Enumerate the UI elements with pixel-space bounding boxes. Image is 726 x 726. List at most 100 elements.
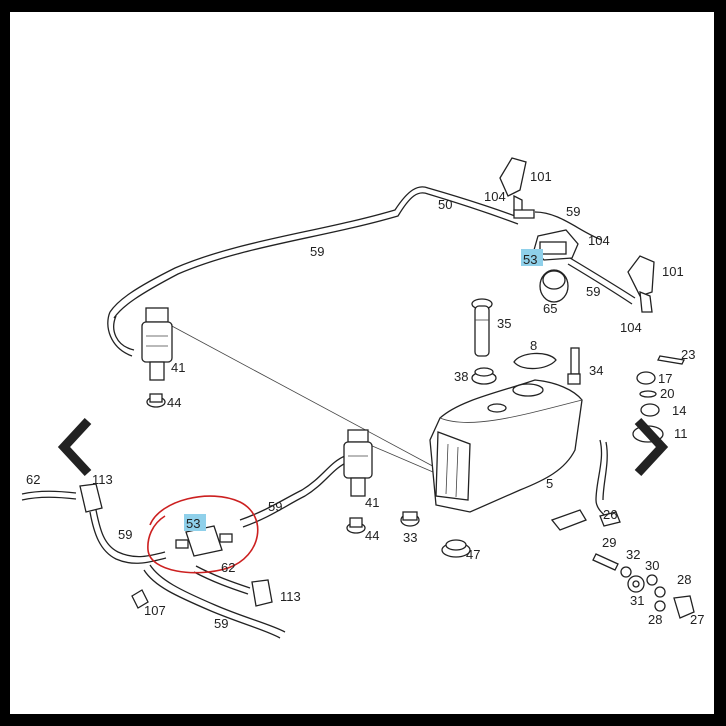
parts-diagram: 101 104 50 59 59 104 53 65 59 101 104 35… xyxy=(21,157,704,639)
bolt-29 xyxy=(592,553,619,571)
nozzle-113-lower xyxy=(251,579,273,607)
label-33: 33 xyxy=(403,530,417,545)
label-23: 23 xyxy=(681,347,695,362)
label-11: 11 xyxy=(674,426,688,441)
label-53-lower: 53 xyxy=(186,516,200,531)
nut-14 xyxy=(640,403,660,417)
label-28-upper: 28 xyxy=(677,572,691,587)
nozzle-101-top xyxy=(499,157,535,219)
reservoir-5 xyxy=(429,379,583,513)
ring-28-lower xyxy=(654,600,666,612)
hose-59-right-top xyxy=(534,211,603,241)
previous-image-button[interactable] xyxy=(52,412,100,482)
label-62-lower: 62 xyxy=(221,560,235,575)
label-38: 38 xyxy=(454,369,468,384)
label-35: 35 xyxy=(497,316,511,331)
label-31: 31 xyxy=(630,593,644,608)
hose-59-left-inner xyxy=(89,511,167,564)
highlight-53-lower xyxy=(184,514,206,531)
hose-59-right xyxy=(569,257,636,299)
hose-59-middle xyxy=(239,455,346,521)
hose-59-left-loop xyxy=(107,311,133,357)
label-47: 47 xyxy=(466,547,480,562)
label-59-middle: 59 xyxy=(268,499,282,514)
grommet-44-left xyxy=(146,393,166,408)
label-113-left: 113 xyxy=(92,472,113,487)
hose-59-bottom xyxy=(149,564,286,633)
hose-59-bottom-inner xyxy=(143,569,281,639)
highlight-53-top xyxy=(521,249,543,266)
label-59-left: 59 xyxy=(118,527,132,542)
grommet-47 xyxy=(441,539,471,558)
label-113-lower: 113 xyxy=(280,589,301,604)
label-20: 20 xyxy=(660,386,674,401)
chevron-left-icon xyxy=(57,417,92,477)
label-101-top: 101 xyxy=(530,169,552,184)
diagram-frame: 101 104 50 59 59 104 53 65 59 101 104 35… xyxy=(10,12,714,714)
check-valve-53-lower xyxy=(175,525,233,557)
label-17: 17 xyxy=(658,371,672,386)
ring-30 xyxy=(646,574,658,586)
label-44-left: 44 xyxy=(167,395,181,410)
annotation-circle xyxy=(147,495,259,574)
strip-23 xyxy=(657,355,685,365)
label-104-top: 104 xyxy=(484,189,506,204)
label-62-left: 62 xyxy=(26,472,40,487)
cap-65 xyxy=(539,269,569,303)
hose-59-left-loop-inner xyxy=(113,315,135,351)
label-41-left: 41 xyxy=(171,360,185,375)
label-59-right: 59 xyxy=(586,284,600,299)
filler-neck-35 xyxy=(471,298,493,357)
grommet-33 xyxy=(400,511,420,527)
label-44-middle: 44 xyxy=(365,528,379,543)
hose-59-top-inner xyxy=(113,192,519,319)
label-104-right: 104 xyxy=(620,320,642,335)
hose-62-lower-inner xyxy=(193,571,249,595)
label-107: 107 xyxy=(144,603,166,618)
chevron-right-icon xyxy=(634,417,669,477)
hose-62-lower xyxy=(195,565,251,589)
pump-41-middle xyxy=(343,429,373,497)
hose-59-left xyxy=(95,509,166,558)
pump-41-left xyxy=(141,307,173,381)
label-101-right: 101 xyxy=(662,264,684,279)
seal-38 xyxy=(471,367,497,385)
label-41-middle: 41 xyxy=(365,495,379,510)
hose-59-right-inner xyxy=(567,263,633,305)
cap-17 xyxy=(636,371,656,385)
label-50: 50 xyxy=(438,197,452,212)
label-34: 34 xyxy=(589,363,603,378)
grommet-44-middle xyxy=(346,517,366,534)
hose-59-top xyxy=(109,186,521,313)
harness-26 xyxy=(550,439,621,531)
label-26: 26 xyxy=(603,507,617,522)
label-27: 27 xyxy=(690,612,704,627)
label-29: 29 xyxy=(602,535,616,550)
gear-31 xyxy=(627,575,645,593)
label-8: 8 xyxy=(530,338,537,353)
label-53-top: 53 xyxy=(523,252,537,267)
label-65: 65 xyxy=(543,301,557,316)
ring-28-upper xyxy=(654,586,666,598)
hose-59-middle-inner xyxy=(242,461,349,528)
clip-107 xyxy=(131,589,149,609)
label-59-top: 59 xyxy=(310,244,324,259)
level-sensor-34 xyxy=(567,347,581,385)
washer-32 xyxy=(620,566,632,578)
cover-8 xyxy=(513,352,557,370)
label-32: 32 xyxy=(626,547,640,562)
nozzle-101-right xyxy=(627,255,655,313)
label-59-top-right: 59 xyxy=(566,204,580,219)
label-59-bottom: 59 xyxy=(214,616,228,631)
label-28-lower: 28 xyxy=(648,612,662,627)
label-104-mid: 104 xyxy=(588,233,610,248)
hose-62-left xyxy=(21,490,77,495)
washer-20 xyxy=(639,390,657,398)
nozzle-113-left xyxy=(79,483,103,513)
label-30: 30 xyxy=(645,558,659,573)
label-14: 14 xyxy=(672,403,686,418)
connector-27 xyxy=(673,595,695,619)
hose-62-left-inner xyxy=(21,496,77,501)
label-5: 5 xyxy=(546,476,553,491)
next-image-button[interactable] xyxy=(626,412,674,482)
